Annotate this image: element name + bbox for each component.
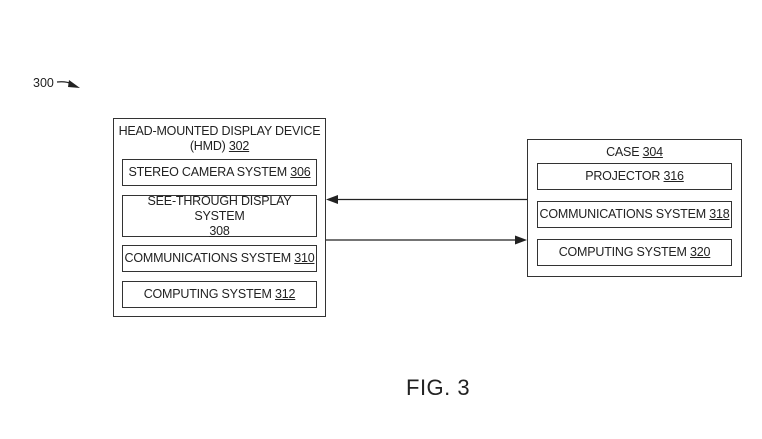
figure-reference-label: 300 xyxy=(33,76,54,90)
arrow-hmd-to-case xyxy=(325,235,527,245)
case-title: CASE 304 xyxy=(606,145,663,159)
hmd-component-computing: COMPUTING SYSTEM 312 xyxy=(122,281,317,308)
hmd-component-stereo-camera: STEREO CAMERA SYSTEM 306 xyxy=(122,159,317,186)
figure-caption: FIG. 3 xyxy=(406,375,471,400)
hmd-title-line2: (HMD) 302 xyxy=(189,139,250,153)
arrow-case-to-hmd xyxy=(326,195,527,204)
hmd-box: HEAD-MOUNTED DISPLAY DEVICE (HMD) 302 ST… xyxy=(113,118,326,317)
reference-arrow-icon xyxy=(56,80,80,88)
hmd-component-communications: COMMUNICATIONS SYSTEM 310 xyxy=(122,245,317,272)
hmd-ref: 302 xyxy=(228,139,250,153)
case-ref: 304 xyxy=(642,145,663,159)
case-component-computing: COMPUTING SYSTEM 320 xyxy=(537,239,732,266)
case-component-communications: COMMUNICATIONS SYSTEM 318 xyxy=(537,201,732,228)
hmd-title-line1: HEAD-MOUNTED DISPLAY DEVICE xyxy=(118,124,321,138)
hmd-title: HEAD-MOUNTED DISPLAY DEVICE (HMD) 302 xyxy=(114,124,325,154)
case-component-projector: PROJECTOR 316 xyxy=(537,163,732,190)
case-box: CASE 304 PROJECTOR 316 COMMUNICATIONS SY… xyxy=(527,139,742,277)
